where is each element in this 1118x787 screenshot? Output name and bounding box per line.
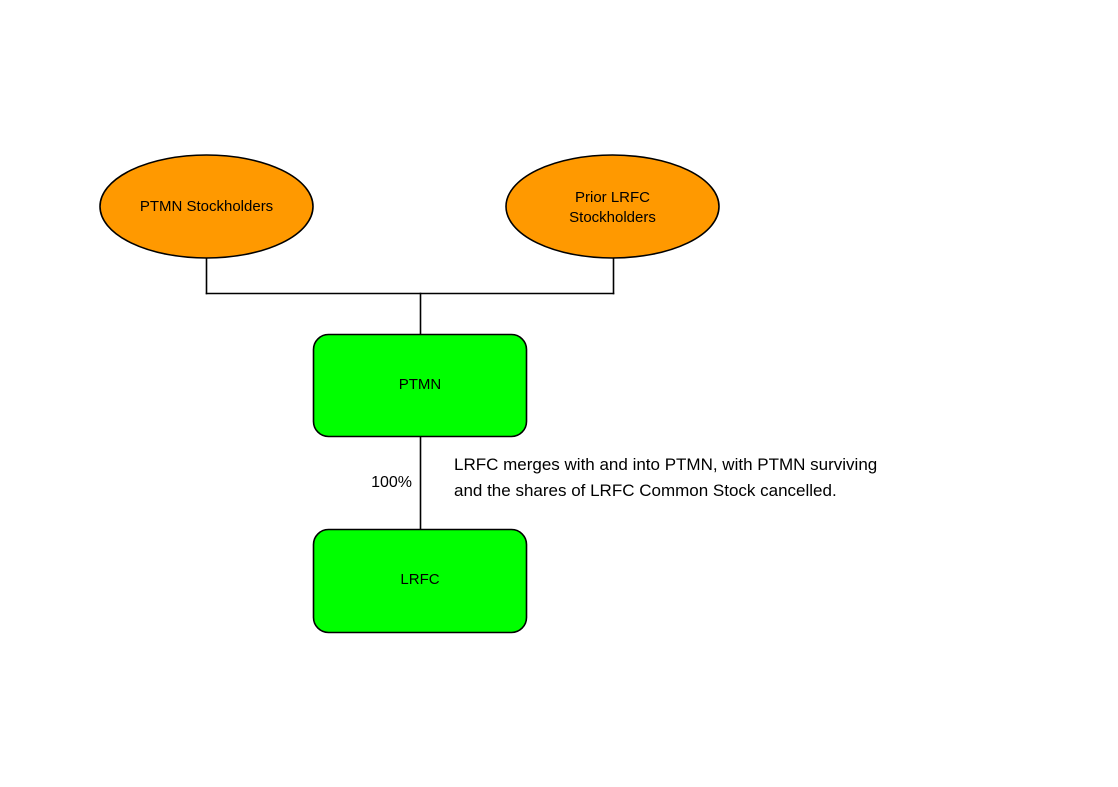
lrfc-box[interactable] xyxy=(312,528,528,634)
node-ptmn-stockholders[interactable]: PTMN Stockholders xyxy=(99,154,314,259)
prior-lrfc-stockholders-label-line-2: Stockholders xyxy=(569,209,656,226)
ptmn-stockholders-ellipse[interactable] xyxy=(99,154,314,259)
ptmn-box[interactable] xyxy=(312,333,528,438)
node-lrfc[interactable]: LRFC xyxy=(312,528,528,634)
edge-label-ownership-percent: 100% xyxy=(371,474,412,491)
node-prior-lrfc-stockholders[interactable]: Prior LRFC Stockholders xyxy=(505,154,720,259)
connector-group xyxy=(205,257,615,530)
merger-annotation-line-2: and the shares of LRFC Common Stock canc… xyxy=(454,481,837,500)
prior-lrfc-stockholders-ellipse[interactable] xyxy=(505,154,720,259)
node-ptmn[interactable]: PTMN xyxy=(312,333,528,438)
merger-annotation-line-1: LRFC merges with and into PTMN, with PTM… xyxy=(454,455,877,474)
ptmn-box-label: PTMN xyxy=(399,376,442,393)
merger-annotation: LRFC merges with and into PTMN, with PTM… xyxy=(454,455,877,500)
ptmn-stockholders-label: PTMN Stockholders xyxy=(140,198,273,215)
lrfc-box-label: LRFC xyxy=(400,571,439,588)
prior-lrfc-stockholders-label-line-1: Prior LRFC xyxy=(575,189,650,206)
